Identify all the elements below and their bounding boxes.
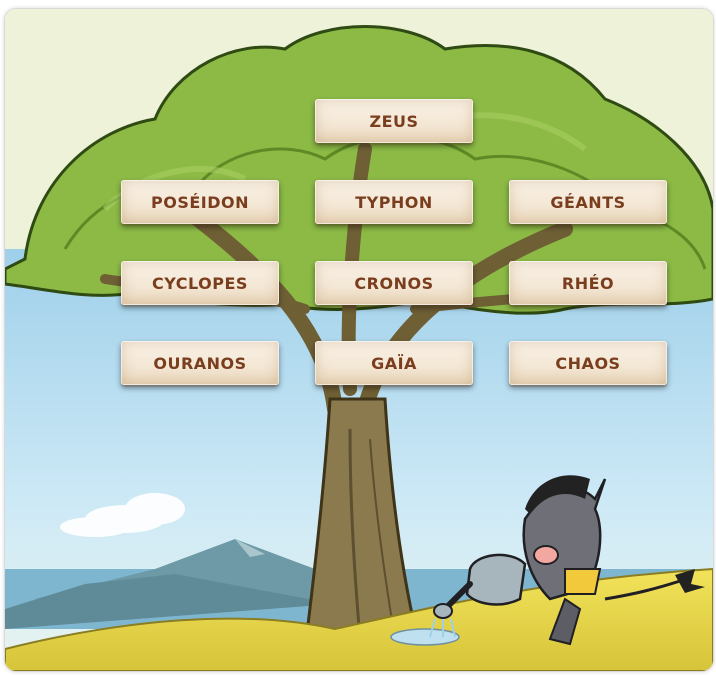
tile-gaia-label: GAÏA: [371, 353, 417, 373]
tile-ouranos-label: OURANOS: [153, 353, 247, 373]
cloud-icon: [60, 493, 185, 537]
tile-zeus[interactable]: ZEUS: [315, 99, 473, 143]
grass: [5, 567, 713, 671]
tile-board: ZEUS POSÉIDON TYPHON GÉANTS CYCLOPES CRO…: [5, 9, 713, 671]
tile-rheo-label: RHÉO: [561, 273, 615, 293]
watering-can-icon: [429, 553, 527, 638]
tile-ouranos[interactable]: OURANOS: [121, 341, 279, 385]
tile-typhon[interactable]: TYPHON: [315, 180, 473, 224]
tile-cronos[interactable]: CRONOS: [315, 261, 473, 305]
mountain-icon: [5, 539, 365, 629]
tile-poseidon[interactable]: POSÉIDON: [121, 180, 279, 224]
tile-geants-label: GÉANTS: [550, 192, 626, 212]
tile-chaos[interactable]: CHAOS: [509, 341, 667, 385]
tile-geants[interactable]: GÉANTS: [509, 180, 667, 224]
tile-poseidon-label: POSÉIDON: [150, 192, 249, 212]
tile-gaia[interactable]: GAÏA: [315, 341, 473, 385]
tile-cyclopes[interactable]: CYCLOPES: [121, 261, 279, 305]
tile-typhon-label: TYPHON: [355, 192, 433, 212]
game-frame: ZEUS POSÉIDON TYPHON GÉANTS CYCLOPES CRO…: [4, 8, 714, 672]
tile-chaos-label: CHAOS: [555, 353, 621, 373]
tile-cronos-label: CRONOS: [354, 273, 434, 293]
tile-rheo[interactable]: RHÉO: [509, 261, 667, 305]
tile-cyclopes-label: CYCLOPES: [152, 273, 248, 293]
tile-zeus-label: ZEUS: [369, 111, 419, 131]
character-icon: [522, 475, 705, 646]
